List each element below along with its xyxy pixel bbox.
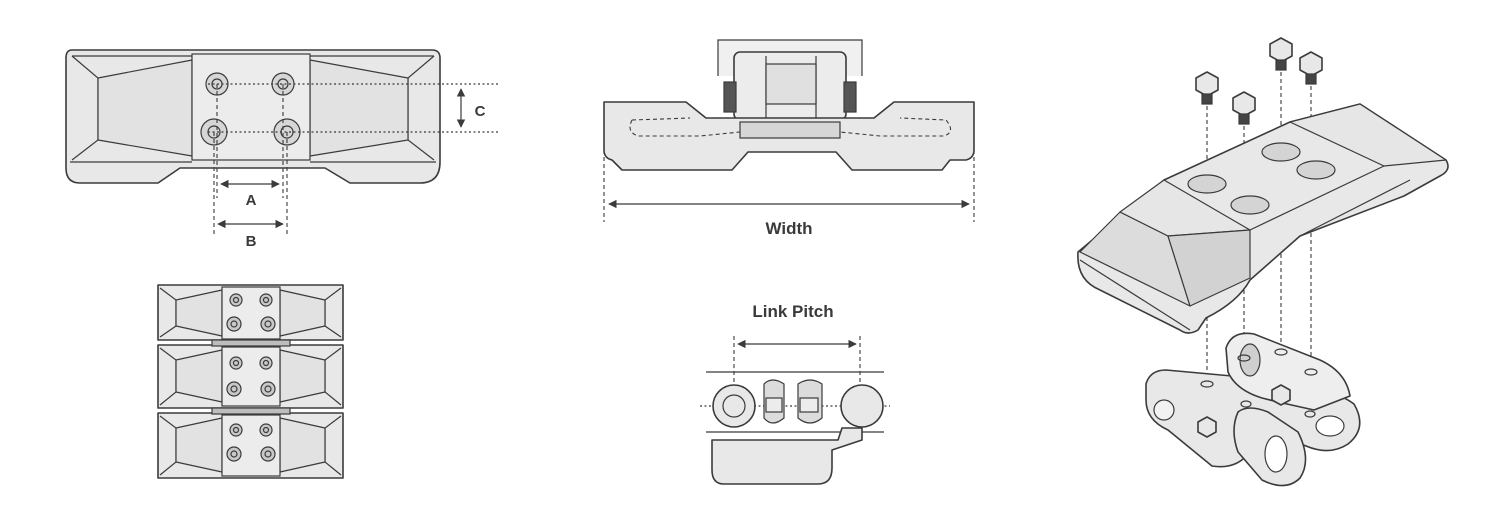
bolt-4 — [1299, 51, 1323, 85]
shoe-side-view: Width — [603, 39, 975, 238]
link-pitch-view: Link Pitch — [700, 302, 890, 485]
dimension-b-label: B — [246, 233, 257, 250]
shoe-top-view: A B C — [65, 49, 500, 250]
exploded-isometric-view — [1077, 37, 1449, 487]
stacked-shoes-view — [157, 284, 344, 479]
link-pitch-label: Link Pitch — [752, 302, 833, 321]
stacked-shoe-1 — [157, 284, 344, 341]
width-label: Width — [765, 219, 812, 238]
bolt-1 — [1195, 71, 1219, 105]
dimension-c-label: C — [475, 103, 486, 120]
stacked-shoe-2 — [157, 339, 344, 409]
bolt-3 — [1269, 37, 1293, 71]
bolt-2 — [1232, 91, 1256, 125]
dimension-a-label: A — [246, 192, 257, 209]
chain-links — [1145, 332, 1361, 487]
stacked-shoe-3 — [157, 407, 344, 479]
